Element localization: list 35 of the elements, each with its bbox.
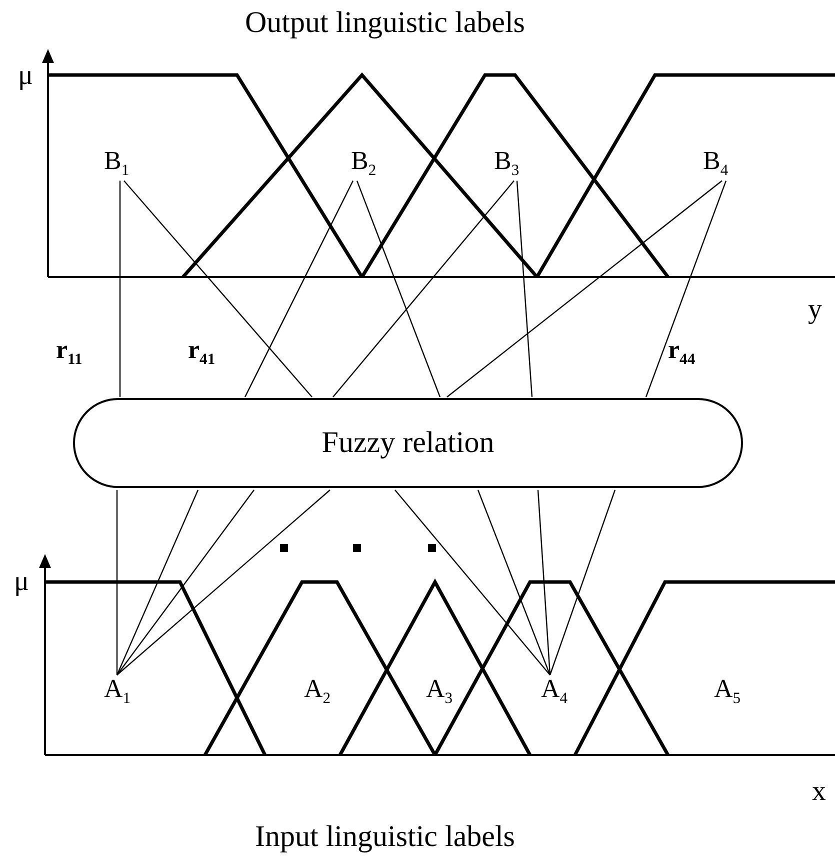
set-label: A$_{3}$	[426, 676, 453, 707]
connector-line	[116, 490, 254, 676]
axis-label: x	[812, 778, 826, 806]
connector-line	[116, 490, 199, 676]
box-label: Fuzzy relation	[322, 426, 494, 460]
connector-line	[477, 490, 551, 676]
relation-label: r$_{44}$	[668, 337, 696, 368]
connector-line	[446, 180, 722, 398]
connector-line	[537, 490, 551, 676]
axis-label: μ	[14, 568, 30, 596]
axis-label: μ	[18, 62, 34, 90]
axis-label: y	[808, 296, 822, 324]
set-label: B$_{3}$	[494, 148, 520, 179]
set-label: B$_{2}$	[351, 148, 376, 179]
set-label: A$_{1}$	[104, 676, 131, 707]
connector-line	[244, 180, 354, 398]
connector-line	[124, 180, 312, 398]
set-label: A$_{2}$	[304, 676, 331, 707]
connector-line	[549, 490, 616, 676]
connector-line	[645, 180, 727, 398]
set-label: B$_{1}$	[104, 148, 130, 179]
connector-line	[116, 490, 118, 675]
connector-line	[394, 490, 550, 676]
heading: Output linguistic labels	[245, 8, 525, 38]
connector-line	[119, 180, 121, 397]
connector-line	[116, 490, 330, 676]
connector-line	[516, 180, 533, 398]
heading: Input linguistic labels	[255, 822, 515, 852]
relation-label: r$_{41}$	[188, 337, 216, 368]
connector-line	[356, 180, 441, 398]
relation-label: r$_{11}$	[56, 337, 82, 368]
set-label: A$_{4}$	[541, 676, 568, 707]
connector-line	[332, 180, 514, 398]
set-label: B$_{4}$	[703, 148, 728, 179]
set-label: A$_{5}$	[714, 676, 741, 707]
